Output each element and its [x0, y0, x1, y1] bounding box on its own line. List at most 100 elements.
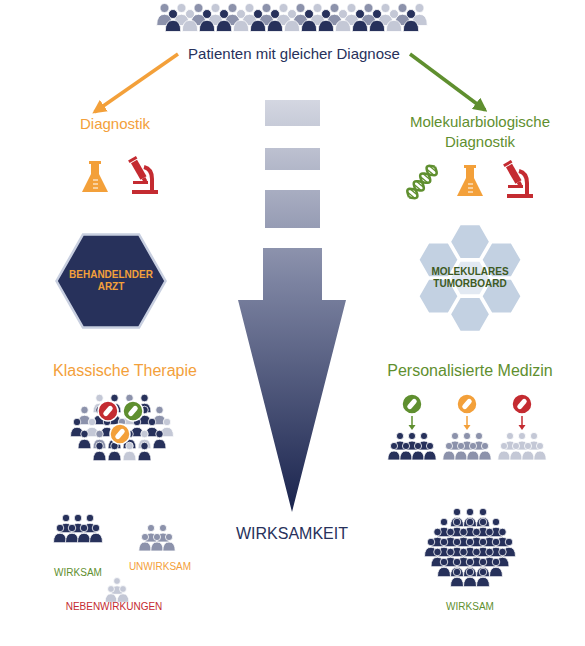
microscope-base: [132, 190, 158, 194]
outcome-label: UNWIRKSAM: [70, 561, 250, 572]
person-icon: [53, 524, 66, 542]
person-head: [245, 4, 254, 13]
person-icon: [233, 10, 249, 32]
person-head: [440, 558, 448, 566]
person-icon: [424, 442, 436, 460]
person-head: [453, 568, 461, 576]
person-icon: [463, 558, 476, 576]
person-icon: [489, 558, 502, 576]
person-head: [426, 442, 433, 449]
person-head: [524, 442, 531, 449]
small-arrow-head: [464, 425, 471, 430]
dna-strand: [405, 163, 440, 201]
flask-tick: [93, 188, 98, 189]
person-head: [506, 432, 513, 439]
person-head: [453, 518, 461, 526]
person-icon: [65, 524, 78, 542]
person-body: [250, 20, 266, 31]
dna-rung: [410, 189, 417, 195]
person-body: [369, 20, 385, 31]
person-head: [237, 10, 246, 19]
person-head: [453, 508, 461, 516]
person-head: [499, 528, 507, 536]
person-head: [81, 430, 89, 438]
person-head: [211, 4, 220, 13]
person-head: [479, 568, 487, 576]
person-head: [466, 538, 474, 546]
node-text: BEHANDELNDER ARZT: [66, 269, 156, 293]
person-body: [335, 20, 351, 31]
diagnostic-icons: [82, 156, 533, 201]
badge-circle: [457, 394, 477, 414]
person-head: [481, 442, 488, 449]
person-icon: [476, 508, 489, 526]
person-body: [467, 451, 479, 460]
person-head: [381, 4, 390, 13]
microscope-stage: [133, 181, 148, 184]
person-head: [92, 524, 100, 532]
flask-tick: [468, 184, 473, 185]
person-icon: [199, 10, 215, 32]
person-head: [186, 10, 195, 19]
person-head: [460, 548, 468, 556]
person-body: [498, 451, 510, 460]
person-body: [199, 20, 215, 31]
arrow-body: [238, 248, 346, 512]
person-head: [434, 528, 442, 536]
step-label: Molekularbiologische Diagnostik: [395, 110, 565, 154]
pill-symbol: [127, 405, 139, 417]
person-head: [194, 4, 203, 13]
person-head: [460, 528, 468, 536]
person-head: [73, 418, 81, 426]
person-head: [313, 4, 322, 13]
person-body: [455, 451, 467, 460]
person-head: [390, 442, 397, 449]
patient-crowd: [157, 4, 428, 32]
person-icon: [534, 442, 546, 460]
person-icon: [93, 442, 106, 460]
badge-circle: [512, 394, 532, 414]
person-body: [163, 542, 175, 551]
node-text: Klassische Therapie: [53, 361, 197, 380]
person-head: [156, 430, 164, 438]
person-icon: [450, 508, 463, 526]
dna-rung: [429, 166, 436, 172]
person-body: [424, 451, 436, 460]
flask-body: [457, 168, 483, 196]
microscope-tube-body: [131, 160, 147, 180]
group-label: Patienten mit gleicher Diagnose: [178, 40, 410, 68]
person-icon: [301, 10, 317, 32]
person-icon: [400, 442, 412, 460]
person-head: [469, 442, 476, 449]
person-head: [288, 10, 297, 19]
badge-circle: [98, 401, 118, 421]
person-head: [407, 10, 416, 19]
person-body: [450, 577, 463, 586]
person-body: [123, 451, 136, 460]
person-body: [352, 20, 368, 31]
person-icon: [78, 430, 91, 448]
dna-strand: [405, 163, 440, 201]
person-body: [476, 567, 489, 576]
outcome-groups: [53, 514, 175, 602]
person-body: [53, 533, 66, 542]
pill-symbol: [461, 398, 473, 410]
person-icon: [450, 568, 463, 586]
flask-tick: [468, 192, 473, 193]
person-head: [447, 528, 455, 536]
person-head: [96, 430, 104, 438]
person-body: [233, 20, 249, 31]
microscope-icon: [128, 156, 158, 194]
person-head: [473, 548, 481, 556]
person-head: [500, 442, 507, 449]
flask-tick: [93, 180, 98, 181]
person-icon: [443, 442, 455, 460]
person-icon: [437, 558, 450, 576]
person-head: [254, 10, 263, 19]
person-icon: [335, 10, 351, 32]
person-head: [262, 4, 271, 13]
person-body: [522, 451, 534, 460]
dna-icon: [405, 163, 440, 201]
dna-rung: [414, 184, 421, 190]
person-body: [400, 451, 412, 460]
